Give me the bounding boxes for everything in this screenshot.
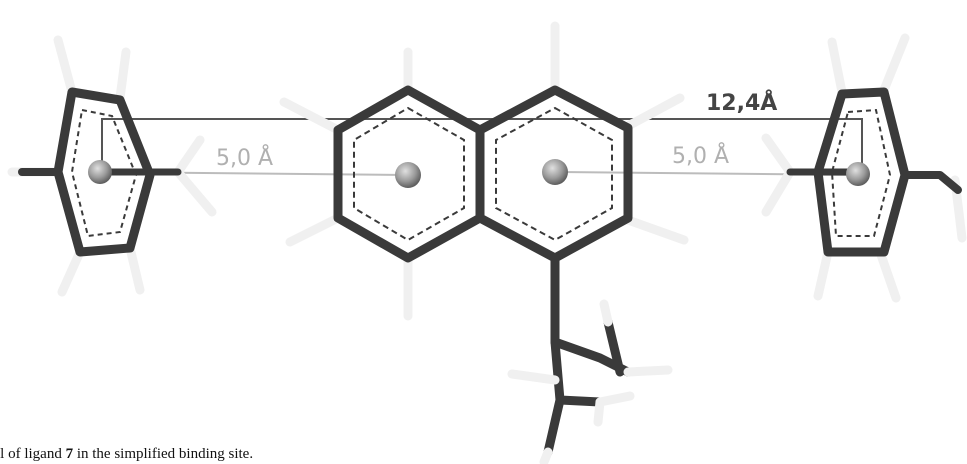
caption-ligand-number: 7 [65, 446, 74, 462]
left-aromatic-ring [7, 35, 217, 297]
figure-caption: del of ligand 7 in the simplified bindin… [0, 446, 253, 463]
left-distance-label: 5,0 Å [216, 144, 273, 171]
naphthalene-core [279, 21, 689, 464]
total-distance-label: 12,4Å [706, 90, 777, 116]
right-aromatic-ring [761, 33, 967, 303]
naphthalene-right-centroid [542, 159, 568, 185]
caption-prefix: del of ligand [0, 446, 62, 462]
naphthalene-left-centroid [395, 162, 421, 188]
right-ring-centroid [846, 162, 870, 186]
right-distance-label: 5,0 Å [672, 142, 729, 169]
total-distance-bracket [101, 118, 863, 167]
left-ring-centroid [88, 160, 112, 184]
caption-suffix: in the simplified binding site. [73, 446, 254, 462]
